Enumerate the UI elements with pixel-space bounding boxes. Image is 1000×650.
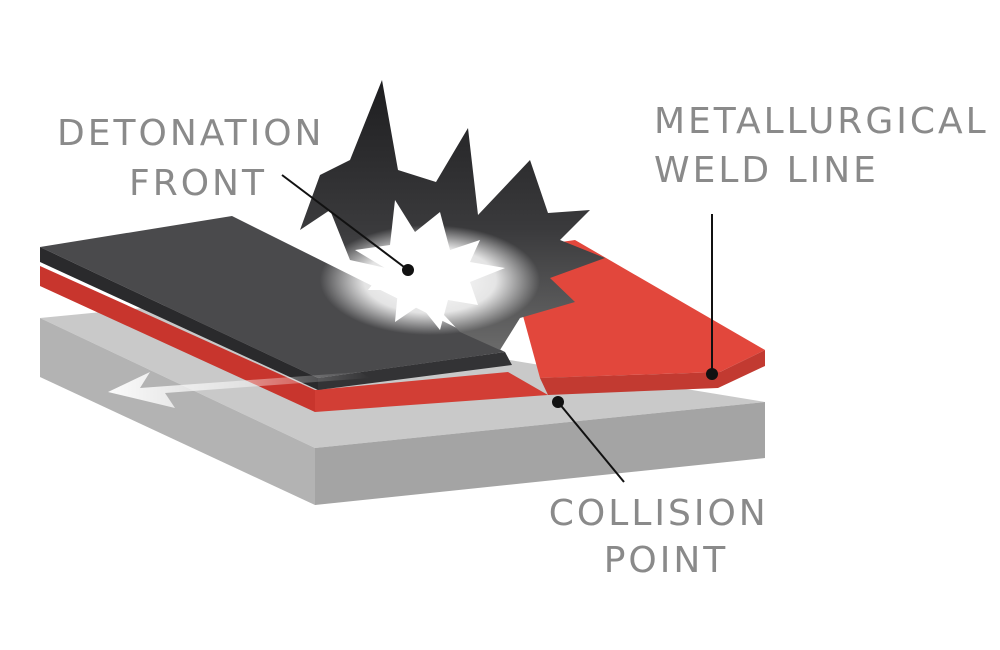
label-weld-line: METALLURGICAL WELD LINE (654, 101, 1000, 191)
base-plate-side (315, 402, 765, 505)
explosion-burst-icon (300, 80, 605, 350)
marker-dot (552, 396, 564, 408)
explosion-light-core (355, 200, 505, 330)
label-detonation-line-1: DETONATION (57, 113, 324, 154)
clad-layer-top (505, 240, 765, 378)
flyer-plate-front (40, 247, 318, 390)
leader-weld-line (706, 214, 718, 380)
label-weld-line-1: METALLURGICAL (654, 101, 989, 142)
clad-layer-strip (315, 372, 548, 412)
label-detonation-line-2: FRONT (129, 163, 267, 204)
flyer-plate-side (318, 352, 512, 390)
leader-collision-point (552, 396, 625, 483)
label-collision-point: COLLISION POINT (549, 493, 783, 581)
label-detonation-front: DETONATION FRONT (57, 113, 339, 204)
flyer-plate (40, 216, 512, 390)
label-collision-line-1: COLLISION (549, 493, 769, 534)
clad-layer-under-flyer (40, 266, 315, 412)
clad-layer-front (540, 350, 765, 395)
marker-dot (706, 368, 718, 380)
marker-dot (402, 264, 414, 276)
leader-detonation-front (281, 174, 414, 276)
flyer-plate-top (40, 216, 505, 378)
clad-layer (40, 240, 765, 412)
label-weld-line-2: WELD LINE (654, 150, 879, 191)
label-collision-line-2: POINT (604, 540, 729, 581)
base-plate-front (40, 318, 315, 505)
arrow-left-icon (108, 372, 370, 408)
